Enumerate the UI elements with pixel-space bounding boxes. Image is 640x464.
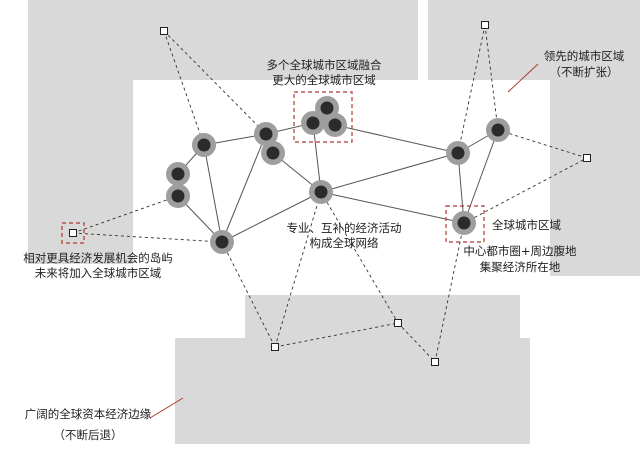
callout-lines [149,63,539,419]
island-nodes [69,21,591,366]
islands-label-line1: 相对更具经济发展机会的岛屿 [23,251,173,265]
merged-region-highlight-box [293,91,353,143]
dashed-edge [320,191,399,324]
region-right-block [550,0,640,276]
city-node-icon [301,111,325,135]
economic-margin-label-line1: 广阔的全球资本经济边缘 [25,407,152,421]
diagram-labels: 多个全球城市区域融合 更大的全球城市区域 领先的城市区域 （不断扩张） 专业、互… [23,49,624,442]
island-node-icon [431,358,439,366]
dashed-edge [221,241,276,348]
global-region-label: 全球城市区域 [492,218,561,232]
network-edge [320,191,465,224]
city-node-icon [261,141,285,165]
island-node-icon [69,229,77,237]
merged-region-label-line1: 多个全球城市区域融合 [267,58,382,72]
global-city-nodes [166,118,510,254]
leading-region-callout [507,63,539,93]
merged-city-cluster [301,96,347,137]
dashed-edge [274,322,399,348]
city-node-icon [452,211,476,235]
island-node-icon [394,319,402,327]
dashed-edge [274,191,322,348]
network-edge [320,152,459,193]
city-node-icon [166,162,190,186]
network-edge [221,133,267,243]
dashed-edge [397,322,436,363]
city-node-icon [323,113,347,137]
merged-region-label-line2: 更大的全球城市区域 [272,73,376,87]
island-node-icon [583,154,591,162]
dashed-edge [72,232,223,243]
city-node-icon [192,133,216,157]
core-region-label-line2: 集聚经济所在地 [480,260,561,274]
city-node-icon [254,122,278,146]
dashed-edge [72,195,179,234]
city-node-icon [309,180,333,204]
core-region-label-line1: 中心都市圈+周边腹地 [463,244,577,258]
specialized-activity-label-line2: 构成全球网络 [310,236,379,250]
dashed-edge [457,24,486,154]
specialized-activity-label-line1: 专业、互补的经济活动 [287,221,402,235]
economic-margin-regions [28,0,640,444]
leading-region-label-line2: （不断扩张） [550,65,619,79]
global-region-highlight-box [445,205,485,243]
highlight-boxes [61,91,485,244]
island-node-icon [481,21,489,29]
dashed-edge [463,157,588,224]
island-node-icon [160,27,168,35]
network-edge [221,191,322,243]
city-node-icon [446,141,470,165]
economic-margin-label-line2: （不断后退） [54,428,123,442]
network-edge [334,124,459,154]
island-node-icon [271,343,279,351]
city-node-icon [166,184,190,208]
dashed-edge [163,30,205,146]
island-network-edges [72,24,588,363]
city-node-icon [486,118,510,142]
network-edge [463,129,499,224]
economic-margin-callout [149,397,184,419]
region-bottom-wide-block [175,338,530,444]
region-bottom-middle-block [245,295,520,345]
region-top-left-block [28,0,418,80]
island-highlight-box [61,222,85,244]
city-node-icon [210,230,234,254]
network-edge [203,144,223,243]
leading-region-label-line1: 领先的城市区域 [544,49,625,63]
islands-label-line2: 未来将加入全球城市区域 [35,266,162,280]
dashed-edge [163,30,267,135]
